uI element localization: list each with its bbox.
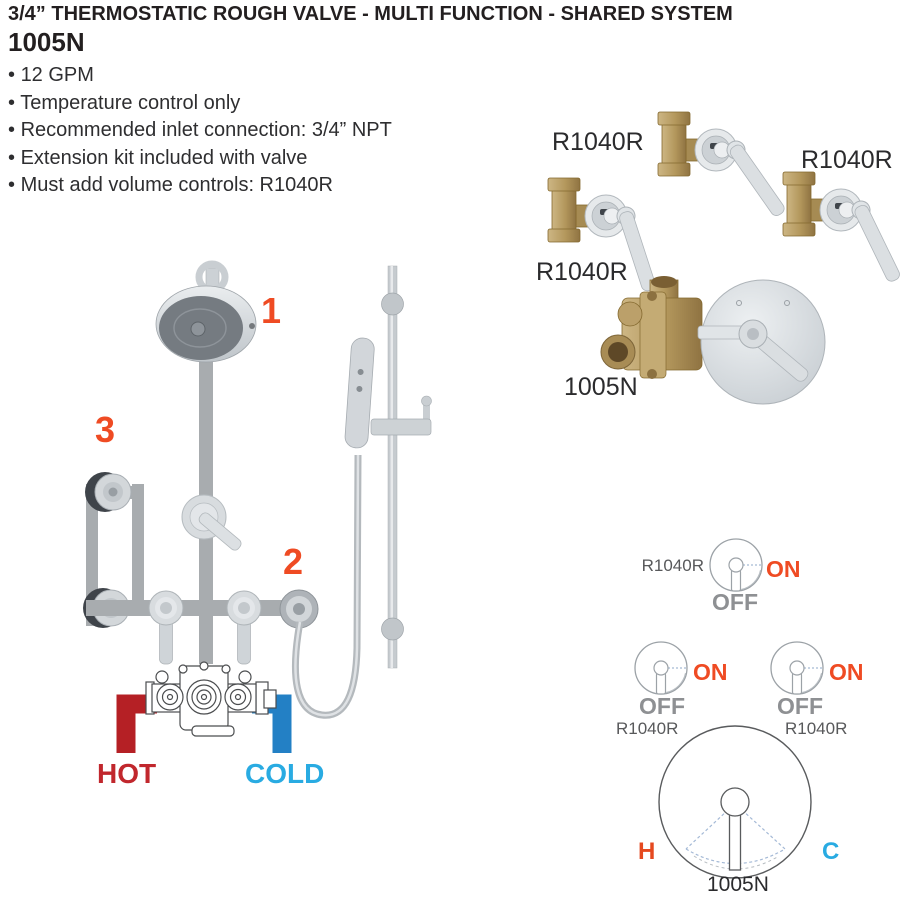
spec-bullet: Recommended inlet connection: 3/4” NPT — [8, 117, 392, 145]
riser-volume-control-icon — [181, 494, 242, 551]
dial-pair-right-icon — [770, 641, 824, 695]
manifold-pipe-icon — [86, 600, 302, 616]
cold-label: COLD — [245, 758, 325, 789]
thermostat-hot-label: H — [638, 838, 656, 865]
shower-system-diagram — [83, 260, 432, 753]
volume-escutcheon-left-icon — [148, 590, 184, 665]
spec-bullet: Extension kit included with valve — [8, 145, 392, 173]
spec-bullet: 12 GPM — [8, 62, 392, 90]
handshower-outlet-icon — [279, 589, 319, 629]
spec-bullet-list: 12 GPM Temperature control only Recommen… — [8, 62, 392, 200]
handshower-hose-icon — [291, 454, 362, 719]
callout-1-showerhead: 1 — [261, 290, 282, 331]
product-renders — [547, 111, 900, 405]
spec-bullet: Must add volume controls: R1040R — [8, 172, 392, 200]
hot-label: HOT — [97, 758, 157, 789]
callout-3-bodysprays: 3 — [95, 409, 116, 450]
rough-valve-drawing-icon — [145, 661, 277, 737]
label-1005n-valve: 1005N — [564, 373, 638, 401]
slide-bar-icon — [370, 265, 432, 669]
dial-single-icon — [709, 538, 763, 592]
dial-right-on: ON — [829, 659, 864, 685]
dial-left-off: OFF — [639, 693, 685, 719]
spec-bullet: Temperature control only — [8, 90, 392, 118]
dial-schematics — [634, 538, 824, 879]
r1040r-valve-right-icon — [782, 171, 900, 285]
label-r1040r-top: R1040R — [552, 128, 644, 156]
page-title: 3/4” THERMOSTATIC ROUGH VALVE - MULTI FU… — [8, 3, 733, 25]
thermostat-cold-label: C — [822, 838, 840, 865]
dial-right-off: OFF — [777, 693, 823, 719]
r1040r-valve-top-icon — [657, 111, 789, 220]
volume-escutcheon-right-icon — [226, 590, 262, 665]
label-r1040r-right: R1040R — [801, 146, 893, 174]
dial-single-label: R1040R — [641, 556, 704, 575]
dial-left-label: R1040R — [616, 719, 679, 738]
thermostat-model-label: 1005N — [707, 873, 769, 896]
thermostat-dial-icon — [658, 725, 812, 879]
callout-2-handshower: 2 — [283, 541, 304, 582]
model-number: 1005N — [8, 27, 85, 57]
label-r1040r-left: R1040R — [536, 258, 628, 286]
dial-pair-left-icon — [634, 641, 688, 695]
showerhead-icon — [155, 260, 257, 363]
body-spray-top-icon — [85, 472, 132, 512]
dial-right-label: R1040R — [785, 719, 848, 738]
dial-single-on: ON — [766, 556, 801, 582]
rough-valve-1005n-icon — [600, 276, 826, 405]
dial-single-off: OFF — [712, 589, 758, 615]
dial-left-on: ON — [693, 659, 728, 685]
handshower-wand-icon — [344, 337, 375, 449]
